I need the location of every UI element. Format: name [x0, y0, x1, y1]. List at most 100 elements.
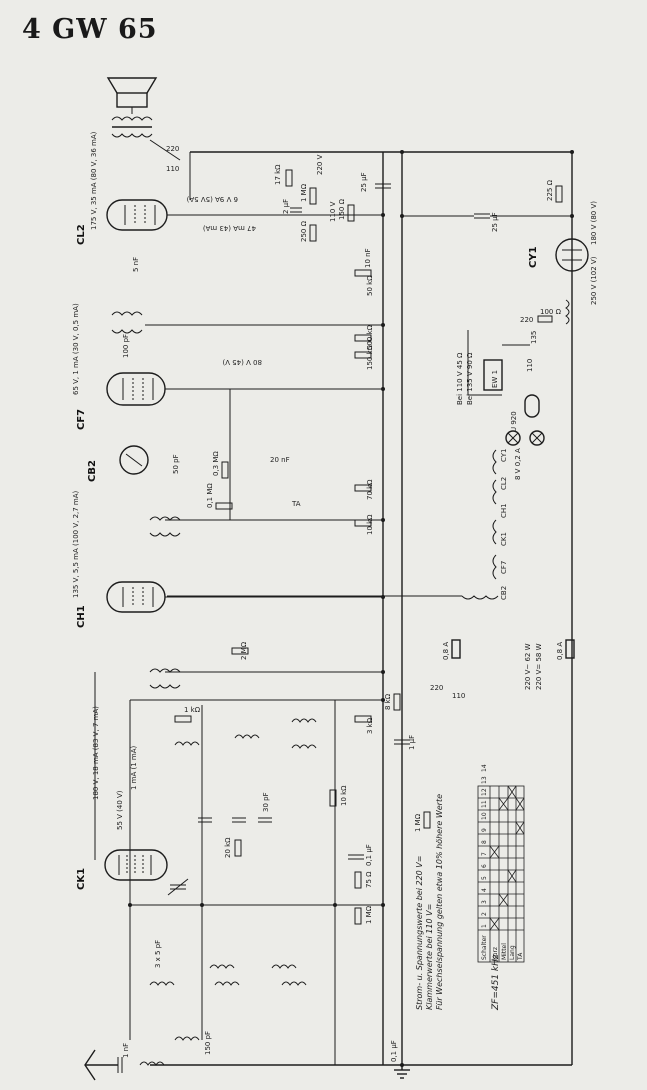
switch-table-col-9: 9 [481, 828, 488, 832]
resistor-150 [347, 204, 355, 222]
ew1-resistor [483, 359, 503, 391]
label-v110-lower: 110 [452, 692, 465, 700]
tube-cf7 [106, 372, 166, 406]
label-cf7-g: 80 V (45 V) [222, 358, 262, 366]
label-r10k-lower: 10 kΩ [340, 785, 348, 806]
resistor-2m [231, 647, 249, 655]
speaker-icon [106, 77, 158, 108]
switch-table-col-13: 13 [481, 776, 488, 784]
tube-cy1 [555, 238, 589, 272]
switch-table-row-2: Mittel [501, 943, 508, 960]
label-c2u: 2 µF [282, 199, 290, 214]
tube-label-ck1: CK1 [76, 868, 87, 890]
trimmer-group [198, 817, 272, 823]
junction-dots [128, 150, 574, 1067]
resistor-75 [354, 871, 362, 889]
if-transformer-1 [149, 516, 181, 537]
switch-table-col-7: 7 [481, 852, 488, 856]
resistor-70k [354, 484, 372, 492]
capacitor-01u [348, 854, 364, 860]
switch-table-col-14: 14 [481, 764, 488, 772]
switch-table-row-1: Kurz [492, 947, 499, 960]
label-v220-top: 220 [166, 145, 179, 153]
dial-lamp-right [529, 430, 545, 446]
label-c5n: 5 nF [132, 257, 140, 272]
u920-regulator [524, 394, 540, 418]
label-ew1: EW 1 [491, 370, 499, 388]
label-power-dc: 220 V= 58 W [535, 643, 543, 690]
resistor-03m [221, 461, 229, 479]
capacitor-2u [290, 207, 302, 213]
fuse-right [565, 639, 575, 659]
switch-table-col-5: 5 [481, 876, 488, 880]
label-r1mo: 1 MΩ [414, 813, 422, 832]
tube-label-ch1: CH1 [76, 605, 87, 628]
label-c1n: 1 nF [122, 1043, 130, 1058]
voltage-ck1-c: 1 mA (1 mA) [130, 745, 138, 790]
label-v110-mains: 110 [526, 359, 534, 372]
tube-ch1 [106, 581, 166, 613]
label-c20n: 20 nF [270, 456, 290, 464]
note-line-2: Klammerwerte bei 110 V= [425, 904, 434, 1010]
voltage-cl2: 175 V, 35 mA (80 V, 36 mA) [90, 131, 98, 230]
label-r01m: 0,1 MΩ [206, 483, 214, 508]
interstage-transformer [111, 311, 143, 334]
label-r10k: 10 kΩ [366, 514, 374, 535]
resistor-50k [354, 269, 372, 277]
resistor-100 [537, 315, 553, 323]
switch-table-col-8: 8 [481, 840, 488, 844]
heater-cf7: CF7 [500, 561, 508, 574]
label-c25u-mid: 25 µF [491, 212, 499, 232]
label-c25u-top: 25 µF [360, 172, 368, 192]
switch-table-col-10: 10 [481, 812, 488, 820]
voltage-ck1-a: 180 V, 18 mA (83 V, 7 mA) [92, 706, 100, 800]
capacitor-25u-top [375, 183, 391, 189]
voltage-ch1: 135 V, 5,5 mA (100 V, 2,7 mA) [72, 490, 80, 598]
label-c30p: 30 pF [262, 792, 270, 812]
note-line-3: Für Wechselspannung gelten etwa 10% höhe… [435, 794, 444, 1010]
switch-table-row-3: Lang [509, 945, 516, 960]
label-c3x5p: 3 x 5 pF [154, 940, 162, 968]
label-v135: 135 [530, 331, 538, 344]
switch-table-col-3: 3 [481, 900, 488, 904]
label-v110-top: 110 [166, 165, 179, 173]
resistor-17k [285, 169, 293, 187]
label-c01u: 0,1 µF [365, 844, 373, 866]
resistor-1m-lower [354, 907, 362, 925]
label-r8k: 8 kΩ [384, 693, 392, 710]
resistor-225 [555, 185, 563, 203]
switch-table-col-6: 6 [481, 864, 488, 868]
note-line-1: Strom- u. Spannungswerte bei 220 V= [415, 856, 424, 1010]
resistor-8k [393, 693, 401, 711]
resistor-01m [215, 502, 233, 510]
note-if: ZF=451 kHz [491, 954, 501, 1011]
output-transformer [111, 107, 153, 138]
switch-table-row-4: TA [517, 952, 524, 961]
voltage-cy1-b: 180 V (80 V) [590, 201, 598, 245]
if-transformer-2 [149, 668, 181, 689]
label-r20k: 20 kΩ [224, 837, 232, 858]
choke [565, 299, 570, 325]
label-r17k: 17 kΩ [274, 164, 282, 185]
label-r1k: 1 kΩ [184, 706, 201, 714]
label-ew-110: Bei 110 V 45 Ω [456, 352, 464, 405]
label-r70: 70 kΩ [366, 479, 374, 500]
label-r500: 500 kΩ [366, 324, 374, 350]
tube-cl2 [106, 199, 168, 231]
label-c150p: 150 pF [204, 1031, 212, 1055]
fuse-left [451, 639, 461, 659]
label-c10n: 10 nF [364, 248, 372, 268]
label-fuse-left: 0,8 A [442, 642, 450, 660]
label-c50p: 50 pF [172, 454, 180, 474]
switch-table-col-2: 2 [481, 912, 488, 916]
label-r50: 50 kΩ [366, 275, 374, 296]
label-r150k: 150 kΩ [366, 344, 374, 370]
resistor-500k [354, 334, 372, 342]
label-r225: 225 Ω [546, 179, 554, 201]
heater-choke [461, 595, 499, 600]
heater-cb2: CB2 [500, 586, 508, 600]
resistor-150k [354, 351, 372, 359]
voltage-cy1-a: 250 V (102 V) [590, 256, 598, 305]
